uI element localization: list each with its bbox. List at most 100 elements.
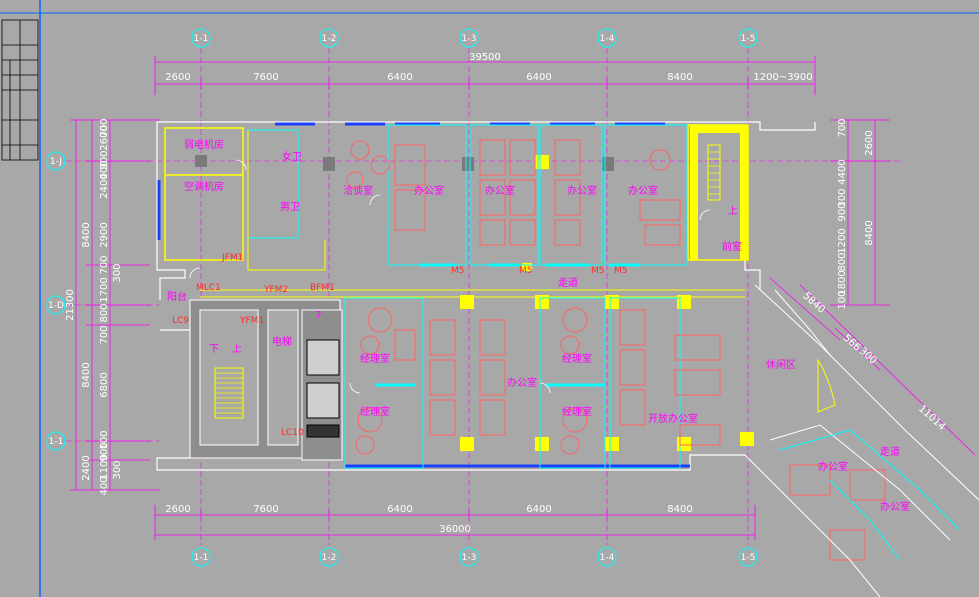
yellow-partitions	[200, 130, 745, 298]
dim-right-inner: 300	[837, 188, 848, 207]
room-label: 办公室	[818, 460, 848, 473]
dim-bottom-seg: 7600	[253, 504, 278, 515]
dim-left-inner: 900	[99, 150, 110, 169]
axis-label: 1-2	[322, 34, 337, 44]
room-label: 办公室	[485, 184, 515, 197]
door-tag: M5	[451, 266, 465, 276]
axis-bubble: 1-3	[459, 28, 479, 48]
room-label: 休闲区	[766, 358, 796, 371]
dim-left-outer: 8400	[81, 222, 92, 247]
dim-bottom-seg: 2600	[165, 504, 190, 515]
cyan-door-strips	[375, 263, 640, 387]
left-dim-text: 21300 8400 8400 2400 2600 900 700 2400 4…	[65, 118, 123, 495]
axis-label: 1-3	[462, 34, 477, 44]
dim-right-inner: 100	[837, 290, 848, 309]
axis-label: 1-1	[194, 34, 209, 44]
door-tag: YFM2	[263, 285, 288, 295]
furniture	[346, 139, 886, 561]
door-tag: M5	[614, 266, 628, 276]
dim-right-outer: 2600	[864, 130, 875, 155]
question-mark: ?	[316, 310, 321, 321]
dim-right-inner: 700	[837, 118, 848, 137]
dim-left-inner: 1700	[99, 277, 110, 302]
dim-bottom-seg: 8400	[667, 504, 692, 515]
dim-left-inner: 2400	[99, 173, 110, 198]
dim-left-total: 21300	[65, 289, 76, 321]
axis-bubble: 1-2	[319, 28, 339, 48]
dim-right-inner: 900	[837, 202, 848, 221]
diag-dimension-lines	[769, 277, 976, 456]
door-tag: YFM1	[239, 316, 264, 326]
dim-left-inner: 300	[112, 460, 123, 479]
axis-label: 1-D	[48, 301, 64, 311]
room-label: 办公室	[567, 184, 597, 197]
room-label: 女卫	[282, 150, 302, 163]
room-label: 经理室	[360, 405, 390, 418]
dim-bottom-seg: 6400	[387, 504, 412, 515]
axis-label: 1-4	[600, 553, 615, 563]
dim-left-outer: 2400	[81, 455, 92, 480]
door-tag: MLC1	[196, 283, 221, 293]
dim-right-inner: 4400	[837, 159, 848, 184]
room-label: 经理室	[360, 352, 390, 365]
dim-left-inner: 800	[99, 303, 110, 322]
axis-bubble: 1-1	[191, 28, 211, 48]
axis-bubble: 1-2	[319, 547, 339, 567]
left-dimension-lines	[70, 119, 160, 491]
axis-label: 1-J	[50, 157, 62, 167]
door-tag: M5	[519, 266, 533, 276]
door-tag: M5	[591, 266, 605, 276]
dim-bottom-seg: 6400	[526, 504, 551, 515]
door-tag: LC10	[281, 428, 304, 438]
dim-right-inner: 1800	[837, 270, 848, 295]
axis-bubble: 1-4	[597, 547, 617, 567]
room-label: 走道	[880, 445, 900, 458]
room-label: 开放办公室	[648, 412, 698, 425]
bottom-dimension-lines	[154, 505, 756, 540]
dim-left-inner: 300	[112, 263, 123, 282]
room-label: 办公室	[628, 184, 658, 197]
dim-left-inner: 400	[99, 476, 110, 495]
room-label: 办公室	[507, 376, 537, 389]
axis-bubble: 1-5	[738, 28, 758, 48]
dim-bottom-total: 36000	[439, 524, 471, 535]
dim-left-inner: 400	[99, 160, 110, 179]
axis-label: 1-2	[322, 553, 337, 563]
dim-right-inner: 800	[837, 252, 848, 271]
room-label: 洽谈室	[343, 184, 373, 197]
axis-bubble: 1-1	[46, 431, 66, 451]
room-label: 电梯	[272, 335, 292, 348]
dim-left-inner: 1100	[99, 454, 110, 479]
room-label: 阳台	[167, 290, 187, 303]
axis-bubbles-top: 1-1 1-2 1-3 1-4 1-5	[191, 28, 758, 48]
top-windows	[157, 122, 690, 468]
stair-direction: 上	[232, 343, 242, 355]
axis-label: 1-5	[741, 34, 756, 44]
title-block	[1, 19, 39, 161]
right-dimension-lines	[830, 119, 890, 306]
axis-bubble: 1-3	[459, 547, 479, 567]
room-label: 办公室	[880, 500, 910, 513]
axis-label: 1-5	[741, 553, 756, 563]
angled-wing	[744, 284, 979, 597]
dim-left-outer: 8400	[81, 362, 92, 387]
dim-left-inner: 6800	[99, 372, 110, 397]
door-tags: M5 M5 M5 M5 JFM1 MLC1 LC9 YFM1 YFM2 BFM1…	[172, 253, 628, 438]
dim-top-seg: 7600	[253, 72, 278, 83]
room-label: 走道	[558, 276, 578, 289]
room-label: 男卫	[280, 201, 300, 213]
dim-left-inner: 2600	[99, 125, 110, 150]
dim-right-inner: 1200	[837, 228, 848, 253]
dim-left-inner: 100	[99, 430, 110, 449]
room-label: 经理室	[562, 405, 592, 418]
dim-left-inner: 900	[99, 442, 110, 461]
room-label: 弱电机房	[184, 138, 224, 151]
dim-top-seg: 1200~3900	[753, 72, 812, 83]
door-tag: JFM1	[221, 253, 243, 263]
dim-top-seg: 2600	[165, 72, 190, 83]
axis-bubbles-bottom: 1-1 1-2 1-3 1-4 1-5	[191, 547, 758, 567]
dim-left-inner: 2900	[99, 222, 110, 247]
outer-walls	[156, 121, 816, 471]
room-label: 经理室	[562, 352, 592, 365]
